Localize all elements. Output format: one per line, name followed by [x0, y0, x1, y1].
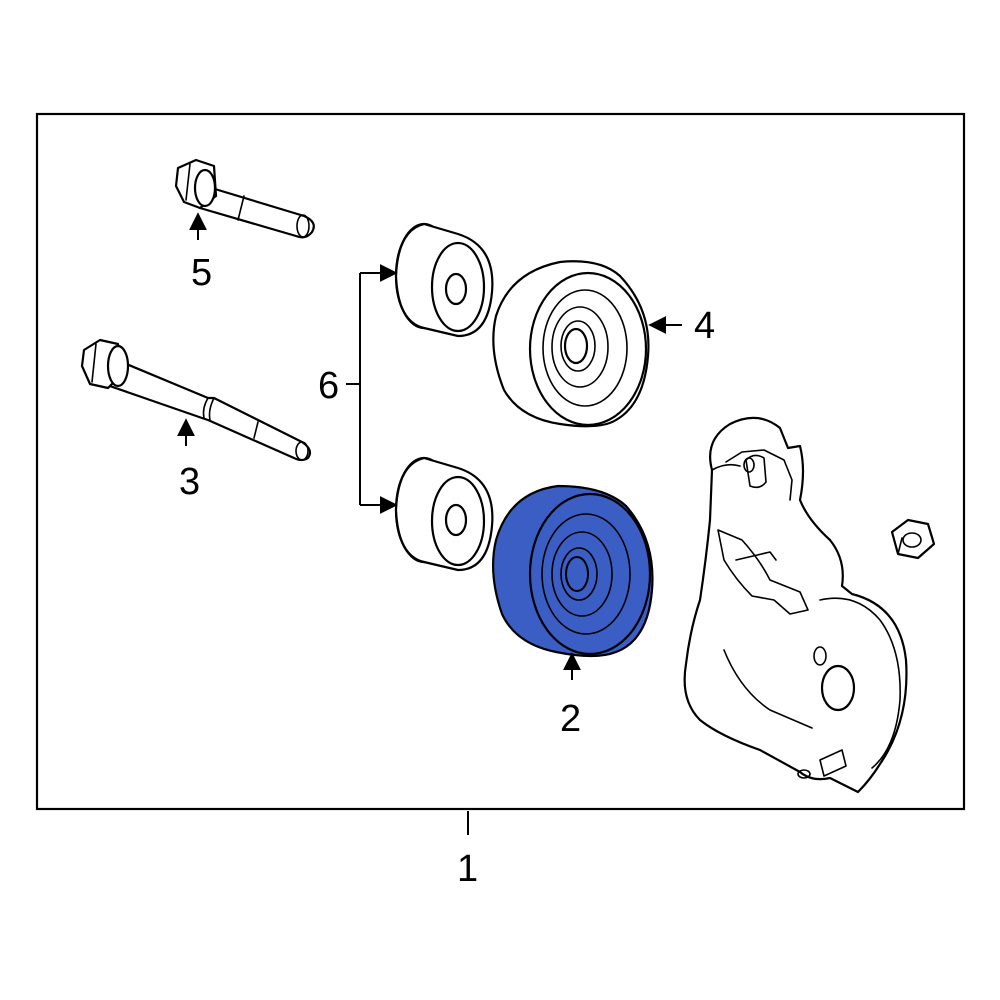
bolt-3[interactable] — [80, 338, 312, 462]
tensioner-pulley-2[interactable] — [492, 484, 654, 658]
callout-4: 4 — [694, 305, 715, 347]
bolt-5[interactable] — [174, 158, 315, 239]
spacer-6-upper[interactable] — [394, 222, 494, 338]
callout-6-bracket — [346, 264, 398, 514]
callout-1: 1 — [457, 848, 478, 890]
spacer-6-lower[interactable] — [394, 456, 494, 572]
idler-pulley-4[interactable] — [492, 260, 650, 428]
callout-5: 5 — [191, 252, 212, 294]
callout-3: 3 — [179, 461, 200, 503]
assembly-frame — [35, 112, 966, 811]
tensioner-assembly[interactable] — [683, 416, 908, 794]
callout-6: 6 — [318, 365, 339, 407]
hex-nut[interactable] — [890, 518, 936, 560]
callout-2: 2 — [560, 698, 581, 740]
